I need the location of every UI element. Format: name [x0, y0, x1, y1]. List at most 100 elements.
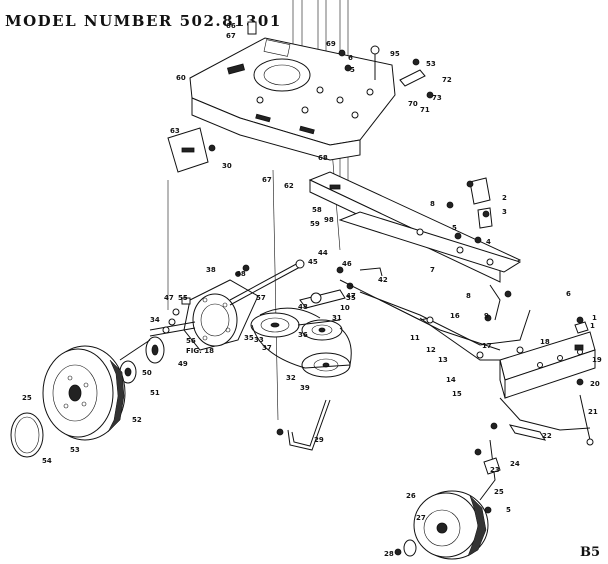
rear-hub: [119, 336, 165, 384]
front-cross-member: [308, 171, 522, 283]
callout-number: 2: [502, 194, 507, 202]
callout-number: 14: [446, 376, 456, 384]
callout-number: 59: [310, 220, 320, 228]
callout-number: 35: [244, 334, 254, 342]
callout-number: 25: [494, 488, 504, 496]
shift-rod: [276, 399, 331, 451]
callout-number: 35: [346, 294, 356, 302]
callout-number: 33: [254, 336, 264, 344]
callout-number: 15: [452, 390, 462, 398]
callout-number: 37: [262, 344, 272, 352]
callout-number: 8: [466, 292, 471, 300]
callout-number: 56: [186, 337, 196, 345]
callout-number: 68: [318, 154, 328, 162]
callout-number: 27: [416, 514, 426, 522]
callout-number: 28: [384, 550, 394, 558]
callout-number: 39: [300, 384, 310, 392]
front-tire: [394, 490, 489, 560]
callout-number: 29: [314, 436, 324, 444]
transaxle-hardware: [162, 264, 250, 334]
callout-number: 63: [170, 127, 180, 135]
callout-number: 7: [430, 266, 435, 274]
callout-number: 62: [284, 182, 294, 190]
front-axle: [499, 316, 596, 399]
page-code: B5: [579, 545, 600, 560]
callout-number: 19: [592, 356, 602, 364]
pulley-assembly: [250, 307, 352, 378]
rear-tire: [42, 345, 126, 441]
callout-number: 4: [486, 238, 491, 246]
callout-number: 3: [502, 208, 507, 216]
callout-number: 70: [408, 100, 418, 108]
callout-number: 98: [324, 216, 334, 224]
callout-number: 57: [256, 294, 266, 302]
callout-number: 36: [298, 331, 308, 339]
callout-number: 95: [390, 50, 400, 58]
hub-cap: [10, 412, 44, 458]
callout-number: 72: [442, 76, 452, 84]
callout-number: 30: [222, 162, 232, 170]
callout-number: 16: [450, 312, 460, 320]
callout-number: 5: [506, 506, 511, 514]
callout-number: 54: [42, 457, 52, 465]
callout-number: 50: [142, 369, 152, 377]
callout-number: 53: [70, 446, 80, 454]
callout-number: 25: [22, 394, 32, 402]
callout-number: 60: [176, 74, 186, 82]
callout-number: 13: [438, 356, 448, 364]
callout-number: 58: [312, 206, 322, 214]
callout-number: 47: [164, 294, 174, 302]
linkage-rods: [359, 284, 531, 361]
callout-number: 55: [178, 294, 188, 302]
callout-number: 66: [226, 22, 236, 30]
callout-number: 18: [540, 338, 550, 346]
callout-number: 67: [226, 32, 236, 40]
frame-plate: [189, 37, 396, 161]
callout-number: 53: [426, 60, 436, 68]
callout-number: 11: [410, 334, 420, 342]
callout-number: 44: [318, 249, 328, 257]
callout-number: 24: [510, 460, 520, 468]
callout-number: 31: [332, 314, 342, 322]
callout-number: 48: [236, 270, 246, 278]
callout-number: 45: [308, 258, 318, 266]
steering-linkage: [474, 394, 594, 514]
callout-number: 8: [430, 200, 435, 208]
callout-number: 47: [346, 292, 356, 300]
callout-number: 9: [484, 312, 489, 320]
callout-number: 49: [178, 360, 188, 368]
callout-number: 71: [420, 106, 430, 114]
callout-number: 6: [566, 290, 571, 298]
callout-number: 34: [150, 316, 160, 324]
top-right-hardware: [247, 21, 434, 99]
model-number-title: MODEL NUMBER 502.81301: [5, 12, 282, 30]
callout-number: 73: [432, 94, 442, 102]
callout-number: 5: [452, 224, 457, 232]
callout-number: 69: [326, 40, 336, 48]
callout-number: 22: [542, 432, 552, 440]
callout-number: 10: [340, 304, 350, 312]
callout-number: 12: [426, 346, 436, 354]
figure-reference: FIG. 18: [186, 347, 214, 355]
callout-number: 21: [588, 408, 598, 416]
bracket-65: [167, 127, 216, 173]
bolts-right: [446, 177, 493, 244]
transaxle: [149, 259, 305, 351]
callout-number: 42: [378, 276, 388, 284]
callout-number: 1: [590, 322, 595, 330]
callout-number: 38: [206, 266, 216, 274]
callout-number: 20: [590, 380, 600, 388]
callout-number: 26: [406, 492, 416, 500]
callout-number: 52: [132, 416, 142, 424]
callout-number: 48: [298, 303, 308, 311]
callout-number: 51: [150, 389, 160, 397]
callout-number: 17: [482, 342, 492, 350]
callout-number: 46: [342, 260, 352, 268]
callout-number: 5: [350, 66, 355, 74]
callout-number: 1: [592, 314, 597, 322]
callout-number: 67: [262, 176, 272, 184]
callout-number: 6: [348, 54, 353, 62]
callout-number: 32: [286, 374, 296, 382]
